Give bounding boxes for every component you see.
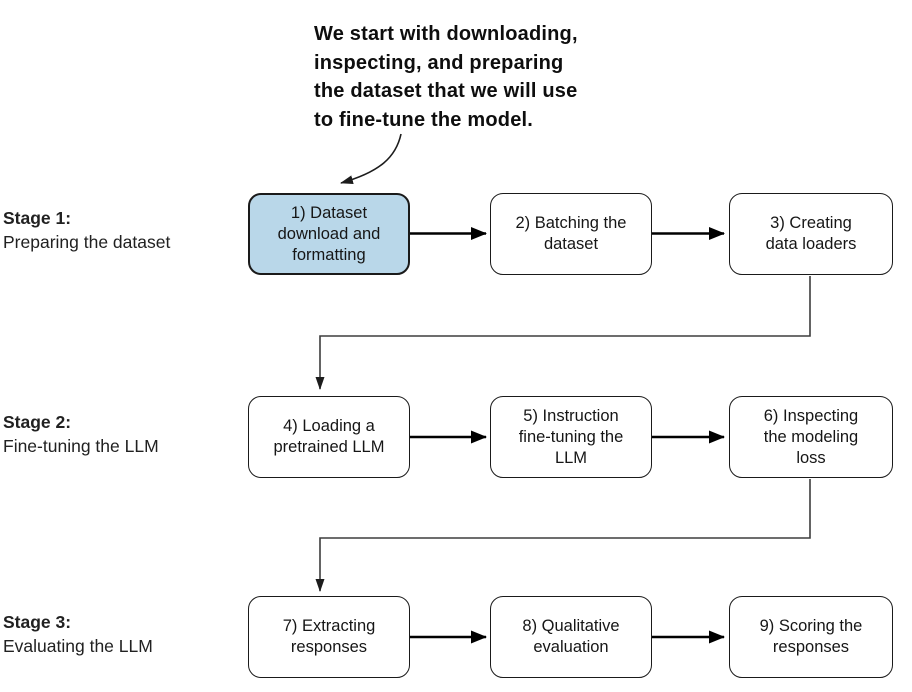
stage-1-title: Stage 1: xyxy=(3,208,72,228)
elbow-box6-box7 xyxy=(315,479,811,592)
stage-label-3: Stage 3: Evaluating the LLM xyxy=(3,611,153,658)
stage-label-2: Stage 2: Fine-tuning the LLM xyxy=(3,411,159,458)
stage-1-subtitle: Preparing the dataset xyxy=(3,231,171,252)
flow-box-2-batching-dataset: 2) Batching the dataset xyxy=(490,193,652,275)
annotation-text: We start with downloading, inspecting, a… xyxy=(314,23,578,131)
flow-box-3-creating-data-loaders: 3) Creating data loaders xyxy=(729,193,893,275)
stage-3-subtitle: Evaluating the LLM xyxy=(3,635,153,656)
flow-box-4-loading-pretrained-llm: 4) Loading a pretrained LLM xyxy=(248,396,410,478)
flow-box-5-instruction-fine-tuning: 5) Instruction fine-tuning the LLM xyxy=(490,396,652,478)
flow-box-7-extracting-responses: 7) Extracting responses xyxy=(248,596,410,678)
stage-2-title: Stage 2: xyxy=(3,412,72,432)
stage-label-1: Stage 1: Preparing the dataset xyxy=(3,207,170,254)
stage-2-subtitle: Fine-tuning the LLM xyxy=(3,435,159,456)
flow-box-9-scoring-responses: 9) Scoring the responses xyxy=(729,596,893,678)
flow-box-6-inspecting-modeling-loss: 6) Inspecting the modeling loss xyxy=(729,396,893,478)
flow-box-8-qualitative-evaluation: 8) Qualitative evaluation xyxy=(490,596,652,678)
flow-box-1-dataset-download: 1) Dataset download and formatting xyxy=(248,193,410,275)
annotation-curved-arrow xyxy=(340,133,402,185)
elbow-box3-box4 xyxy=(315,276,811,390)
stage-3-title: Stage 3: xyxy=(3,612,72,632)
